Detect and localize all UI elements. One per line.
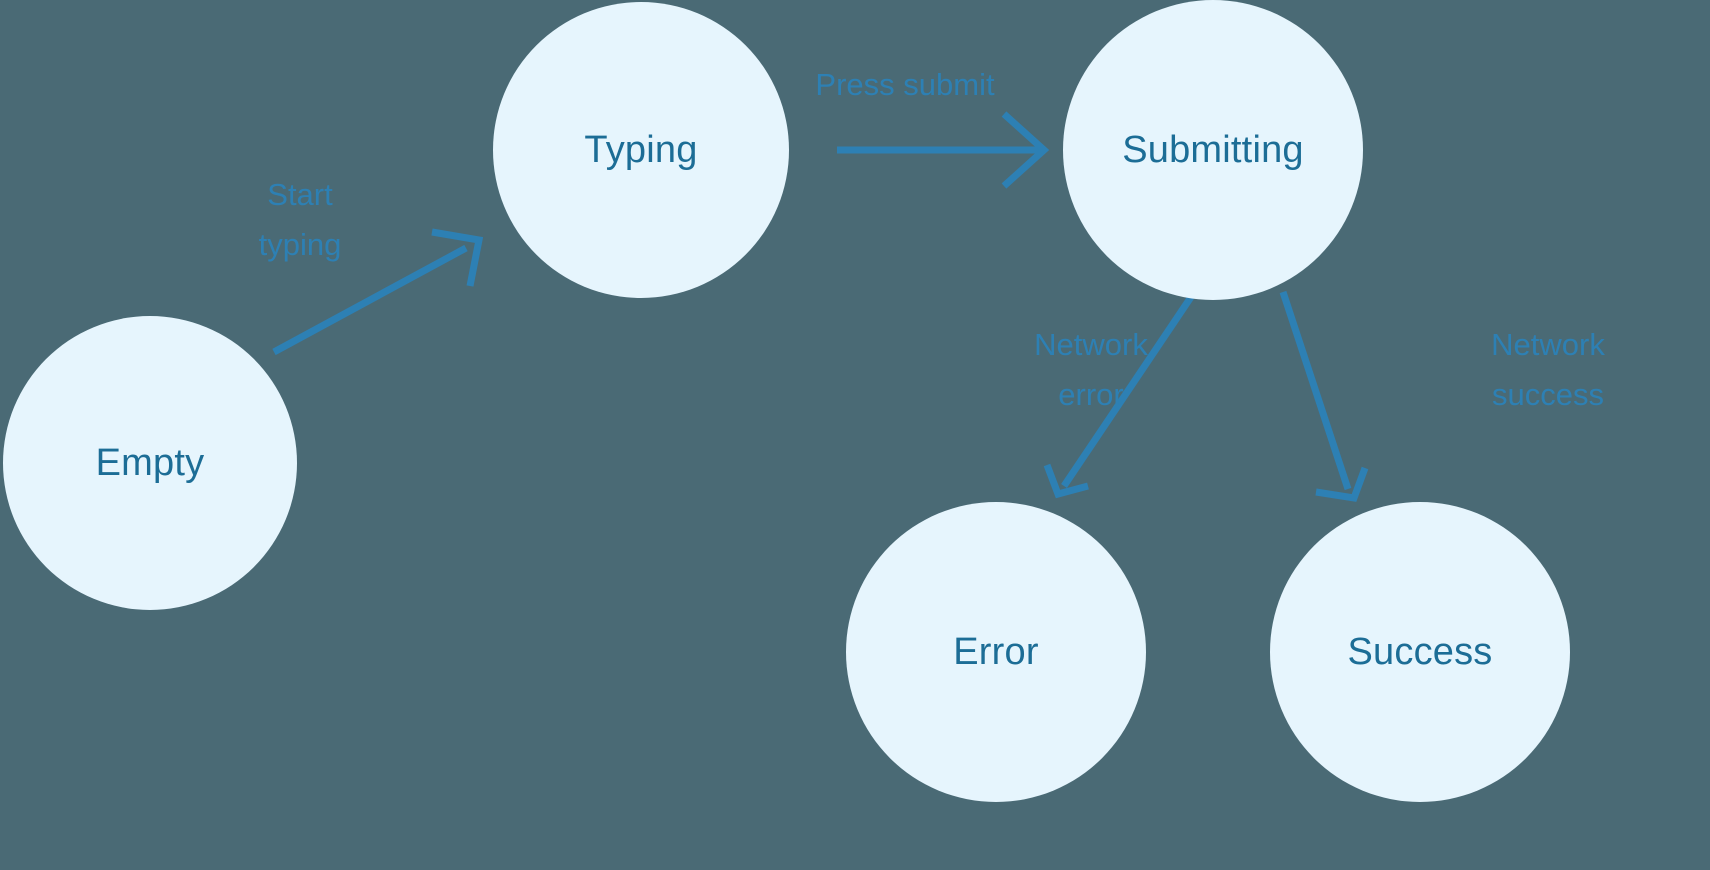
edge-network-success-arrowhead (1315, 466, 1369, 502)
edge-network-success-line (1279, 290, 1352, 491)
edge-network-success (1279, 290, 1369, 502)
edge-label-press-submit: Press submit (815, 67, 995, 102)
edge-network-error (1043, 295, 1194, 499)
edge-press-submit (837, 111, 1050, 189)
node-error-label: Error (953, 630, 1039, 673)
node-typing[interactable]: Typing (493, 2, 789, 298)
edge-start-typing-line (272, 244, 468, 356)
edge-network-error-arrowhead (1043, 463, 1089, 499)
node-submitting[interactable]: Submitting (1063, 0, 1363, 300)
node-empty[interactable]: Empty (3, 316, 297, 610)
edge-label-network-success: Network success (1491, 327, 1605, 413)
edge-network-error-line (1061, 295, 1194, 488)
edge-label-network-error: Network error (1034, 327, 1148, 413)
node-success-label: Success (1347, 630, 1493, 673)
edge-label-start-typing: Start typing (258, 177, 342, 263)
edge-start-typing (272, 228, 484, 356)
edge-press-submit-arrowhead (1001, 111, 1050, 189)
node-submitting-label: Submitting (1122, 128, 1304, 171)
edge-start-typing-arrowhead (431, 228, 484, 287)
node-error[interactable]: Error (846, 502, 1146, 802)
node-success[interactable]: Success (1270, 502, 1570, 802)
node-typing-label: Typing (584, 128, 698, 171)
node-empty-label: Empty (95, 441, 205, 484)
